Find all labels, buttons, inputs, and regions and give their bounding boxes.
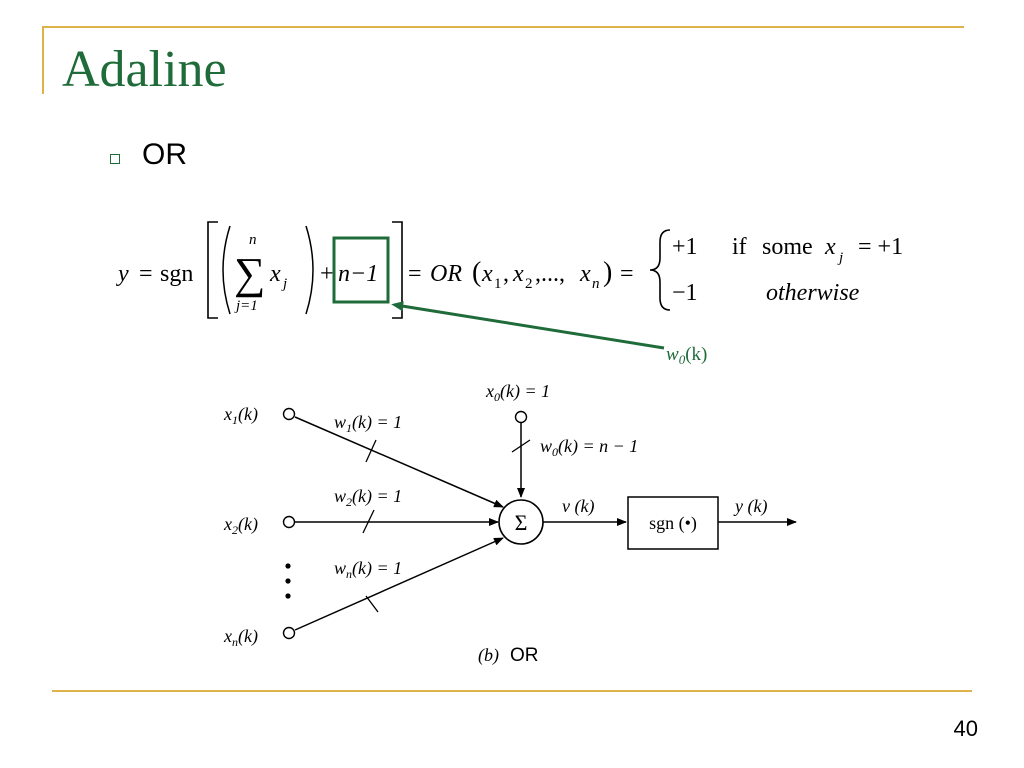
eq-case1-eq: = +1 <box>858 234 903 260</box>
eq-case1-some: some <box>762 234 813 260</box>
sgn-box-label: sgn (•) <box>649 513 697 534</box>
eq-equals-3: = <box>620 261 634 287</box>
eq-or-sub1: 1 <box>494 276 502 292</box>
edge-x1-slash <box>365 439 377 463</box>
weight-w1-label: w1(k) = 1 <box>334 412 402 435</box>
eq-plus: + <box>320 261 334 287</box>
eq-sum-var: x <box>269 261 281 287</box>
eq-inner-left-paren <box>222 225 231 315</box>
frame-left-line <box>42 26 44 94</box>
edge-x0-slash <box>511 439 531 453</box>
annotation-w: w <box>666 344 679 365</box>
eq-sum-sub: j <box>281 276 287 292</box>
weight-wn-label: wn(k) = 1 <box>334 558 402 581</box>
edge-x2-slash <box>362 509 375 534</box>
input-x1-node <box>282 407 296 421</box>
summation-sigma: Σ <box>515 510 528 535</box>
eq-or-x2: x <box>512 261 524 287</box>
v-label: v (k) <box>562 496 594 517</box>
frame-bottom-line <box>52 690 972 692</box>
output-y-label: y (k) <box>733 496 767 517</box>
input-x0-node <box>514 410 528 424</box>
eq-sum-upper: n <box>249 232 257 248</box>
input-xn-node <box>282 626 296 640</box>
eq-y: y <box>116 261 129 287</box>
eq-case2-value: −1 <box>672 280 698 306</box>
eq-or-dots: ,..., <box>535 261 565 287</box>
eq-or-fn: OR <box>430 261 462 287</box>
adaline-or-diagram: x1(k) x2(k) xn(k) w1(k) = 1 w2(k) = 1 wn… <box>223 381 797 666</box>
input-x2-node <box>282 515 296 529</box>
eq-case1-if: if <box>732 234 747 260</box>
bias-x0-label: x0(k) = 1 <box>485 381 550 404</box>
edge-x1 <box>294 416 504 508</box>
eq-cases-brace <box>649 229 671 311</box>
eq-case1-var: x <box>824 234 836 260</box>
eq-equals-2: = <box>408 261 422 287</box>
weight-w0-label: w0(k) = n − 1 <box>540 436 638 459</box>
eq-sum-sigma: ∑ <box>234 249 265 298</box>
eq-or-open-paren: ( <box>472 257 481 288</box>
eq-case1-sub: j <box>837 250 843 266</box>
bullet-text: OR <box>142 138 187 171</box>
edge-xn <box>294 537 504 631</box>
eq-or-xn: x <box>579 261 591 287</box>
eq-inner-right-paren <box>305 225 314 315</box>
page-number: 40 <box>953 716 978 741</box>
eq-sgn: sgn <box>160 261 193 287</box>
eq-outer-right-bracket <box>392 221 403 319</box>
dot-1 <box>285 563 291 569</box>
eq-or-subn: n <box>592 276 600 292</box>
eq-or-comma: , <box>503 261 509 287</box>
input-x1-label: x1(k) <box>223 404 258 427</box>
dot-2 <box>285 578 291 584</box>
eq-or-close-paren: ) <box>603 257 612 288</box>
input-x2-label: x2(k) <box>223 514 258 537</box>
annotation-sub: 0 <box>679 352 686 367</box>
annotation-arrow <box>391 301 665 350</box>
eq-outer-left-bracket <box>207 221 218 319</box>
slide-title: Adaline <box>62 41 227 98</box>
equation: y = sgn n ∑ j=1 x j + n−1 = OR ( x 1 , x… <box>116 221 903 319</box>
eq-case1-value: +1 <box>672 234 698 260</box>
dot-3 <box>285 593 291 599</box>
caption-or: OR <box>510 645 539 666</box>
annotation-label: w0(k) <box>666 344 707 367</box>
edge-xn-slash <box>365 595 379 613</box>
eq-or-sub2: 2 <box>525 276 533 292</box>
eq-sum-lower: j=1 <box>234 298 258 314</box>
eq-bias-highlight-box <box>332 236 390 304</box>
eq-case2-cond: otherwise <box>766 280 860 306</box>
weight-w2-label: w2(k) = 1 <box>334 486 402 509</box>
eq-or-x1: x <box>481 261 493 287</box>
frame-top-line <box>42 26 964 28</box>
eq-bias: n−1 <box>338 261 378 287</box>
annotation-arg: (k) <box>685 344 707 365</box>
caption-b: (b) <box>478 645 499 666</box>
input-xn-label: xn(k) <box>223 626 258 649</box>
bullet-square-icon <box>110 154 120 164</box>
sgn-box <box>627 496 719 550</box>
eq-equals-1: = <box>139 261 153 287</box>
